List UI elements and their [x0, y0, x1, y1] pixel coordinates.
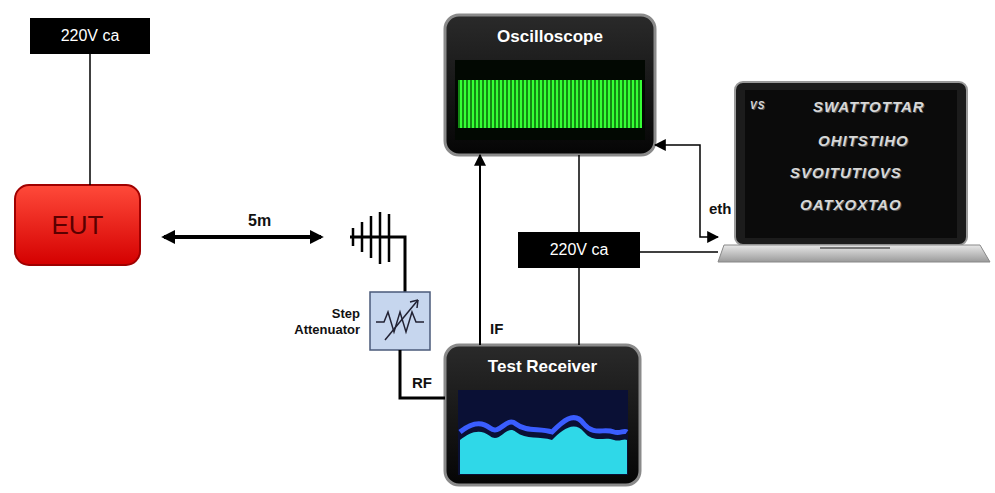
screen-text: SWATTOTTAR — [813, 98, 925, 115]
distance-arrow — [164, 235, 321, 239]
signal-label: IF — [488, 320, 505, 337]
laptop: VS SWATTOTTAR OHITSTIHO SVOITUTIOVS OATXOXTA… — [718, 82, 990, 262]
variable-arrowhead — [410, 300, 418, 308]
receiver-body — [445, 345, 640, 485]
laptop-base — [718, 245, 990, 262]
connector — [578, 268, 580, 345]
node-label: Step Attenuator — [276, 306, 360, 339]
connector — [479, 155, 481, 345]
oscilloscope-box: Oscilloscope — [445, 15, 655, 155]
receiver-screen — [458, 390, 628, 475]
screen-text: VS — [750, 100, 765, 111]
attenuator-box: Step Attenuator — [370, 292, 430, 350]
variable-arrow — [385, 300, 418, 340]
antenna-elements — [353, 212, 389, 264]
connector — [578, 155, 580, 232]
node-label: Test Receiver — [445, 345, 640, 377]
connector — [89, 54, 91, 185]
laptop-notch — [820, 247, 890, 249]
eut-box: EUT — [15, 185, 140, 265]
connector — [640, 251, 718, 253]
oscilloscope-body — [445, 15, 655, 155]
signal-label: eth — [707, 200, 734, 217]
spectrum-trace — [460, 418, 627, 433]
waveform-band — [458, 80, 642, 128]
antenna-feed — [350, 237, 405, 292]
node-label: 220V ca — [550, 241, 609, 259]
laptop-screen — [745, 90, 957, 238]
screen-text: OHITSTIHO — [818, 132, 909, 149]
receiver-box: Test Receiver — [445, 345, 640, 485]
screen-text: OATXOXTAO — [800, 196, 902, 213]
node-label: EUT — [52, 210, 104, 241]
screen-text: SVOITUTIOVS — [790, 164, 902, 181]
laptop-lid — [735, 82, 967, 245]
connector — [655, 145, 718, 237]
node-label: 220V ca — [61, 27, 120, 45]
attenuator-body — [370, 292, 430, 350]
distance-label: 5m — [248, 212, 271, 230]
eut-body — [15, 185, 140, 265]
waveform — [458, 80, 642, 128]
oscilloscope-screen — [455, 60, 645, 140]
signal-label: RF — [410, 374, 434, 391]
spectrum-area — [460, 427, 627, 474]
power-supply-box: 220V ca — [518, 232, 640, 268]
node-label: Oscilloscope — [445, 15, 655, 47]
connector — [400, 350, 445, 398]
power-supply-box: 220V ca — [30, 18, 150, 54]
